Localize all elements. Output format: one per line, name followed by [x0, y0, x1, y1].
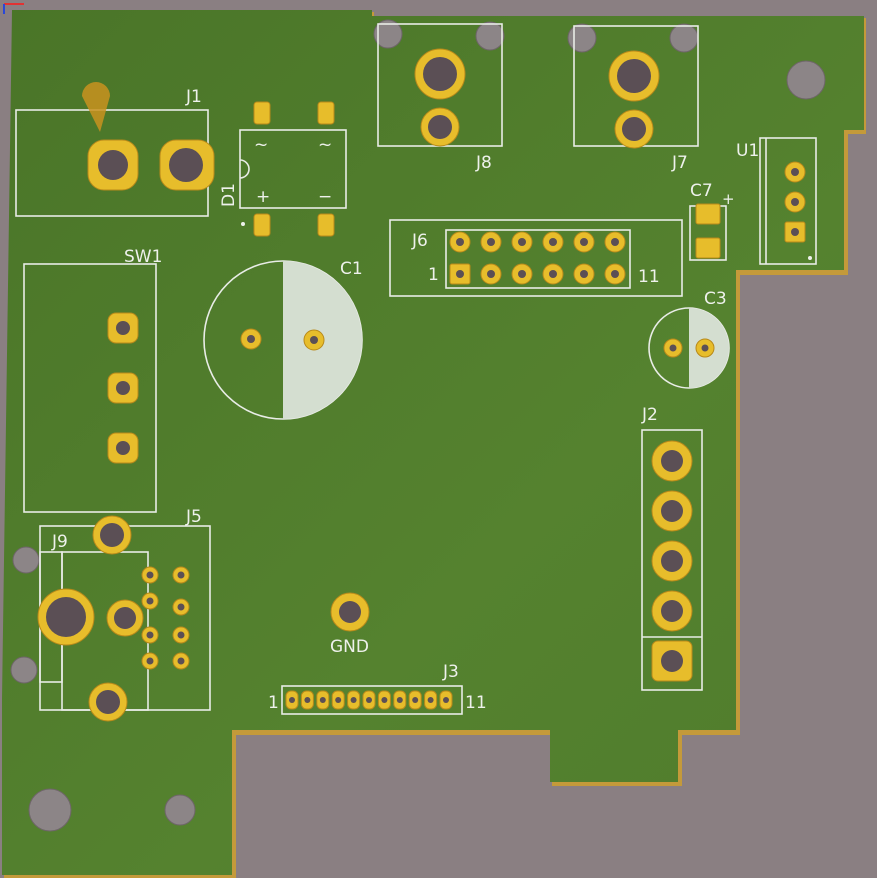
- gnd-testpoint: GND: [330, 592, 370, 657]
- header-j3: J3 1 11: [268, 662, 487, 715]
- j6-pin: [449, 231, 471, 253]
- svg-text:J5: J5: [185, 507, 202, 527]
- mounting-hole: [12, 546, 40, 574]
- header-j6: J6 1 11: [389, 219, 683, 297]
- svg-text:C7: C7: [690, 181, 713, 201]
- j6-pin: [573, 263, 595, 285]
- svg-text:−: −: [318, 187, 332, 207]
- svg-text:C3: C3: [704, 289, 727, 309]
- j6-pin: [573, 231, 595, 253]
- svg-text:11: 11: [465, 693, 487, 713]
- mounting-hole: [567, 23, 597, 53]
- svg-text:+: +: [722, 190, 735, 208]
- mounting-hole: [786, 60, 826, 100]
- connector-j5-j9: J5 J9: [37, 507, 211, 722]
- svg-text:J3: J3: [442, 662, 459, 682]
- j6-pin: [480, 263, 502, 285]
- mounting-hole: [28, 788, 72, 832]
- svg-text:11: 11: [638, 267, 660, 287]
- j6-pin: [604, 263, 626, 285]
- j3-pin: [377, 690, 391, 710]
- switch-sw1: SW1: [23, 247, 162, 513]
- svg-text:J8: J8: [475, 153, 492, 173]
- j6-pin: [511, 231, 533, 253]
- connector-j7: J7: [573, 25, 699, 173]
- j3-pin: [331, 690, 345, 710]
- j6-pin: [480, 231, 502, 253]
- j3-pin: [393, 690, 407, 710]
- j6-pin: [542, 231, 564, 253]
- pcb-board: [2, 10, 864, 875]
- j3-pin: [347, 690, 361, 710]
- j3-pin: [316, 690, 330, 710]
- mounting-hole: [10, 656, 38, 684]
- j3-pin: [285, 690, 299, 710]
- j3-pin: [439, 690, 453, 710]
- svg-text:J2: J2: [641, 405, 658, 425]
- svg-text:J1: J1: [185, 87, 202, 107]
- mounting-hole: [475, 21, 505, 51]
- mounting-hole: [164, 794, 196, 826]
- svg-text:GND: GND: [330, 637, 369, 657]
- connector-j1: J1: [15, 82, 215, 217]
- capacitor-c7: C7 +: [689, 181, 735, 261]
- j6-pin: [449, 263, 471, 285]
- connector-j8: J8: [377, 23, 503, 173]
- svg-text:1: 1: [268, 693, 279, 713]
- svg-text:D1: D1: [219, 183, 239, 207]
- svg-text:~: ~: [318, 135, 332, 155]
- svg-text:~: ~: [254, 135, 268, 155]
- j3-pin: [424, 690, 438, 710]
- capacitor-c1: C1: [203, 259, 363, 420]
- svg-text:C1: C1: [340, 259, 363, 279]
- bridge-rectifier-d1: D1 ~ ~ + −: [219, 101, 347, 237]
- svg-text:U1: U1: [736, 141, 759, 161]
- capacitor-c3: C3: [648, 289, 730, 389]
- svg-text:J9: J9: [51, 532, 68, 552]
- svg-text:J6: J6: [411, 231, 428, 251]
- regulator-u1: U1: [736, 137, 817, 265]
- j6-pin: [511, 263, 533, 285]
- mounting-hole: [373, 19, 403, 49]
- mounting-hole: [669, 23, 699, 53]
- j6-pin: [542, 263, 564, 285]
- svg-text:SW1: SW1: [124, 247, 162, 267]
- connector-j2: J2: [641, 405, 703, 691]
- j6-pin: [604, 231, 626, 253]
- svg-text:1: 1: [428, 265, 439, 285]
- j3-pin: [362, 690, 376, 710]
- svg-text:J7: J7: [671, 153, 688, 173]
- j3-pin: [408, 690, 422, 710]
- j3-pin: [300, 690, 314, 710]
- svg-text:+: +: [256, 187, 270, 207]
